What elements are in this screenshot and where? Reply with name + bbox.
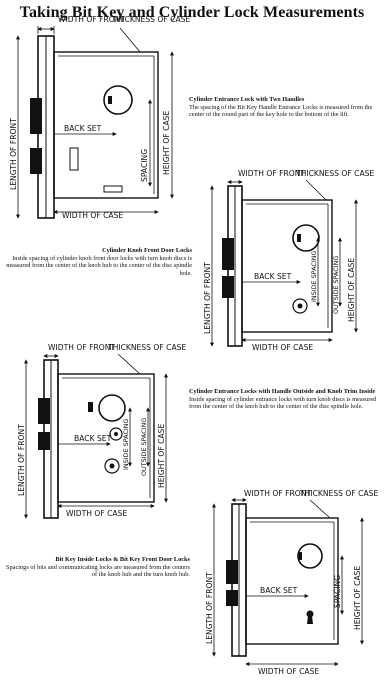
svg-text:LENGTH OF FRONT: LENGTH OF FRONT <box>205 572 214 644</box>
page-title: Taking Bit Key and Cylinder Lock Measure… <box>19 4 365 21</box>
caption-3: Cylinder Entrance Locks with Handle Outs… <box>189 388 379 411</box>
lock-case <box>53 51 159 199</box>
label-length-of-front-1: LENGTH OF FRONT <box>9 118 18 190</box>
label-thickness-1: THICKNESS OF CASE <box>111 15 190 24</box>
caption-1-heading: Cylinder Entrance Lock with Two Handles <box>189 96 305 103</box>
label-width-of-case-1: WIDTH OF CASE <box>62 211 123 220</box>
svg-text:OUTSIDE SPACING: OUTSIDE SPACING <box>140 418 148 476</box>
svg-text:BACK SET: BACK SET <box>254 272 292 281</box>
svg-text:WIDTH OF FRONT: WIDTH OF FRONT <box>244 489 311 498</box>
svg-text:BACK SET: BACK SET <box>74 434 112 443</box>
spindle-hole <box>292 298 308 314</box>
label-height-of-case-1: HEIGHT OF CASE <box>162 111 171 175</box>
hub-circle <box>103 85 133 115</box>
caption-4-heading: Bit Key Inside Locks & Bit Key Front Doo… <box>55 556 190 563</box>
caption-3-text: Inside spacing of cylinder entrance lock… <box>189 395 377 411</box>
svg-text:OUTSIDE SPACING: OUTSIDE SPACING <box>332 256 340 314</box>
dead-bolt <box>30 148 42 174</box>
svg-text:WIDTH OF CASE: WIDTH OF CASE <box>258 667 319 676</box>
caption-1: Cylinder Entrance Lock with Two Handles … <box>189 96 379 119</box>
latch-bolt <box>30 98 42 134</box>
svg-text:WIDTH OF CASE: WIDTH OF CASE <box>66 509 127 518</box>
svg-text:HEIGHT OF CASE: HEIGHT OF CASE <box>157 424 166 488</box>
label-width-of-front-1: WIDTH OF FRONT <box>58 15 125 24</box>
svg-text:THICKNESS OF CASE: THICKNESS OF CASE <box>107 343 186 352</box>
lock-diagram-2: WIDTH OF FRONT THICKNESS OF CASE LENGTH … <box>203 169 374 352</box>
caption-2-heading: Cylinder Knob Front Door Locks <box>102 247 192 254</box>
caption-2: Cylinder Knob Front Door Locks Inside sp… <box>4 247 192 277</box>
caption-4: Bit Key Inside Locks & Bit Key Front Doo… <box>4 556 190 579</box>
svg-text:LENGTH OF FRONT: LENGTH OF FRONT <box>203 262 212 334</box>
svg-text:INSIDE SPACING: INSIDE SPACING <box>310 251 318 302</box>
lock-diagram-4: WIDTH OF FRONT THICKNESS OF CASE LENGTH … <box>205 489 378 676</box>
svg-text:THICKNESS OF CASE: THICKNESS OF CASE <box>295 169 374 178</box>
svg-text:BACK SET: BACK SET <box>260 586 298 595</box>
svg-text:THICKNESS OF CASE: THICKNESS OF CASE <box>299 489 378 498</box>
svg-text:WIDTH OF FRONT: WIDTH OF FRONT <box>238 169 305 178</box>
caption-4-text: Spacings of bits and communicating locks… <box>6 563 190 579</box>
label-back-set-1: BACK SET <box>64 124 102 133</box>
svg-text:WIDTH OF FRONT: WIDTH OF FRONT <box>48 343 115 352</box>
lock-diagram-1: WIDTH OF FRONT THICKNESS OF CASE LENGTH … <box>9 15 190 220</box>
lock-diagram-3: WIDTH OF FRONT THICKNESS OF CASE LENGTH … <box>17 343 186 519</box>
svg-text:SPACING: SPACING <box>333 575 342 608</box>
label-spacing-1: SPACING <box>140 149 149 182</box>
svg-text:HEIGHT OF CASE: HEIGHT OF CASE <box>347 258 356 322</box>
svg-text:WIDTH OF CASE: WIDTH OF CASE <box>252 343 313 352</box>
caption-2-text: Inside spacing of cylinder knob front do… <box>6 254 192 277</box>
svg-text:HEIGHT OF CASE: HEIGHT OF CASE <box>353 566 362 630</box>
caption-1-text: The spacing of the Bit Key Handle Entran… <box>189 103 373 119</box>
svg-text:LENGTH OF FRONT: LENGTH OF FRONT <box>17 424 26 496</box>
caption-3-heading: Cylinder Entrance Locks with Handle Outs… <box>189 388 376 395</box>
svg-text:INSIDE SPACING: INSIDE SPACING <box>122 419 130 470</box>
